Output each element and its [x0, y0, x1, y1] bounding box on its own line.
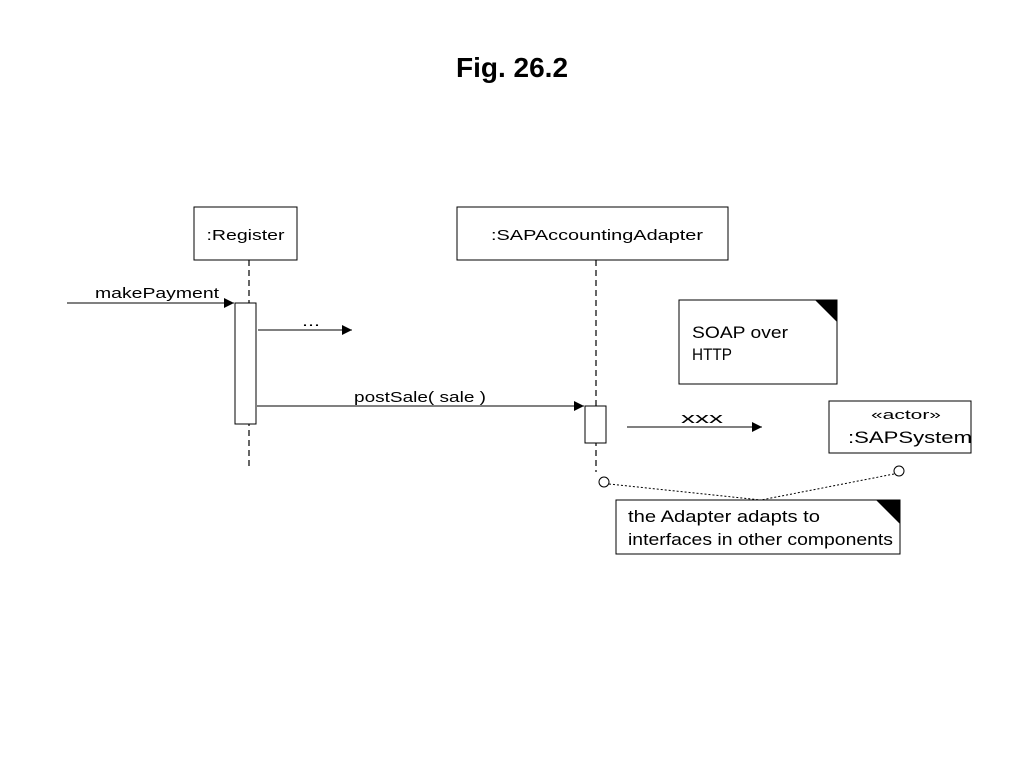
adapter-note-line-1: the Adapter adapts to	[628, 507, 820, 526]
message-dash: ...	[258, 313, 352, 335]
note-adapter: the Adapter adapts to interfaces in othe…	[615, 499, 901, 555]
connector-line-left	[608, 483, 762, 501]
actor-sap-system: «actor» :SAPSystem	[828, 400, 972, 454]
soap-note-box	[678, 299, 838, 385]
adapter-note-line-2: interfaces in other components	[628, 530, 893, 549]
register-box	[193, 206, 298, 261]
lifeline-adapter: :SAPAccountingAdapter	[456, 206, 729, 472]
connector-anchor-actor	[893, 465, 905, 477]
soap-note-corner	[815, 300, 837, 322]
register-label: :Register	[207, 227, 285, 244]
actor-name: :SAPSystem	[848, 428, 972, 447]
post-sale-label: postSale( sale )	[354, 389, 486, 406]
dash-label: ...	[302, 313, 320, 330]
message-make-payment: makePayment	[67, 285, 234, 308]
adapter-note-corner	[876, 500, 900, 524]
register-activation	[234, 302, 257, 425]
adapter-note-box	[615, 499, 901, 555]
adapter-box	[456, 206, 729, 261]
message-post-sale: postSale( sale )	[257, 389, 584, 411]
adapter-activation	[584, 405, 607, 444]
actor-box	[828, 400, 972, 454]
lifeline-register: :Register	[193, 206, 298, 468]
connector-line-right	[760, 473, 895, 501]
soap-note-line-2: HTTP	[692, 345, 732, 364]
figure-title: Fig. 26.2	[455, 52, 569, 83]
xxx-label: xxx	[681, 410, 724, 427]
message-xxx: xxx	[627, 410, 762, 432]
actor-stereotype: «actor»	[871, 407, 941, 422]
adapter-label: :SAPAccountingAdapter	[491, 227, 703, 244]
note-soap-over-http: SOAP over HTTP	[678, 299, 838, 385]
make-payment-label: makePayment	[95, 285, 220, 302]
note-connectors	[598, 465, 905, 501]
soap-note-line-1: SOAP over	[692, 323, 788, 342]
connector-anchor-adapter	[598, 476, 610, 488]
